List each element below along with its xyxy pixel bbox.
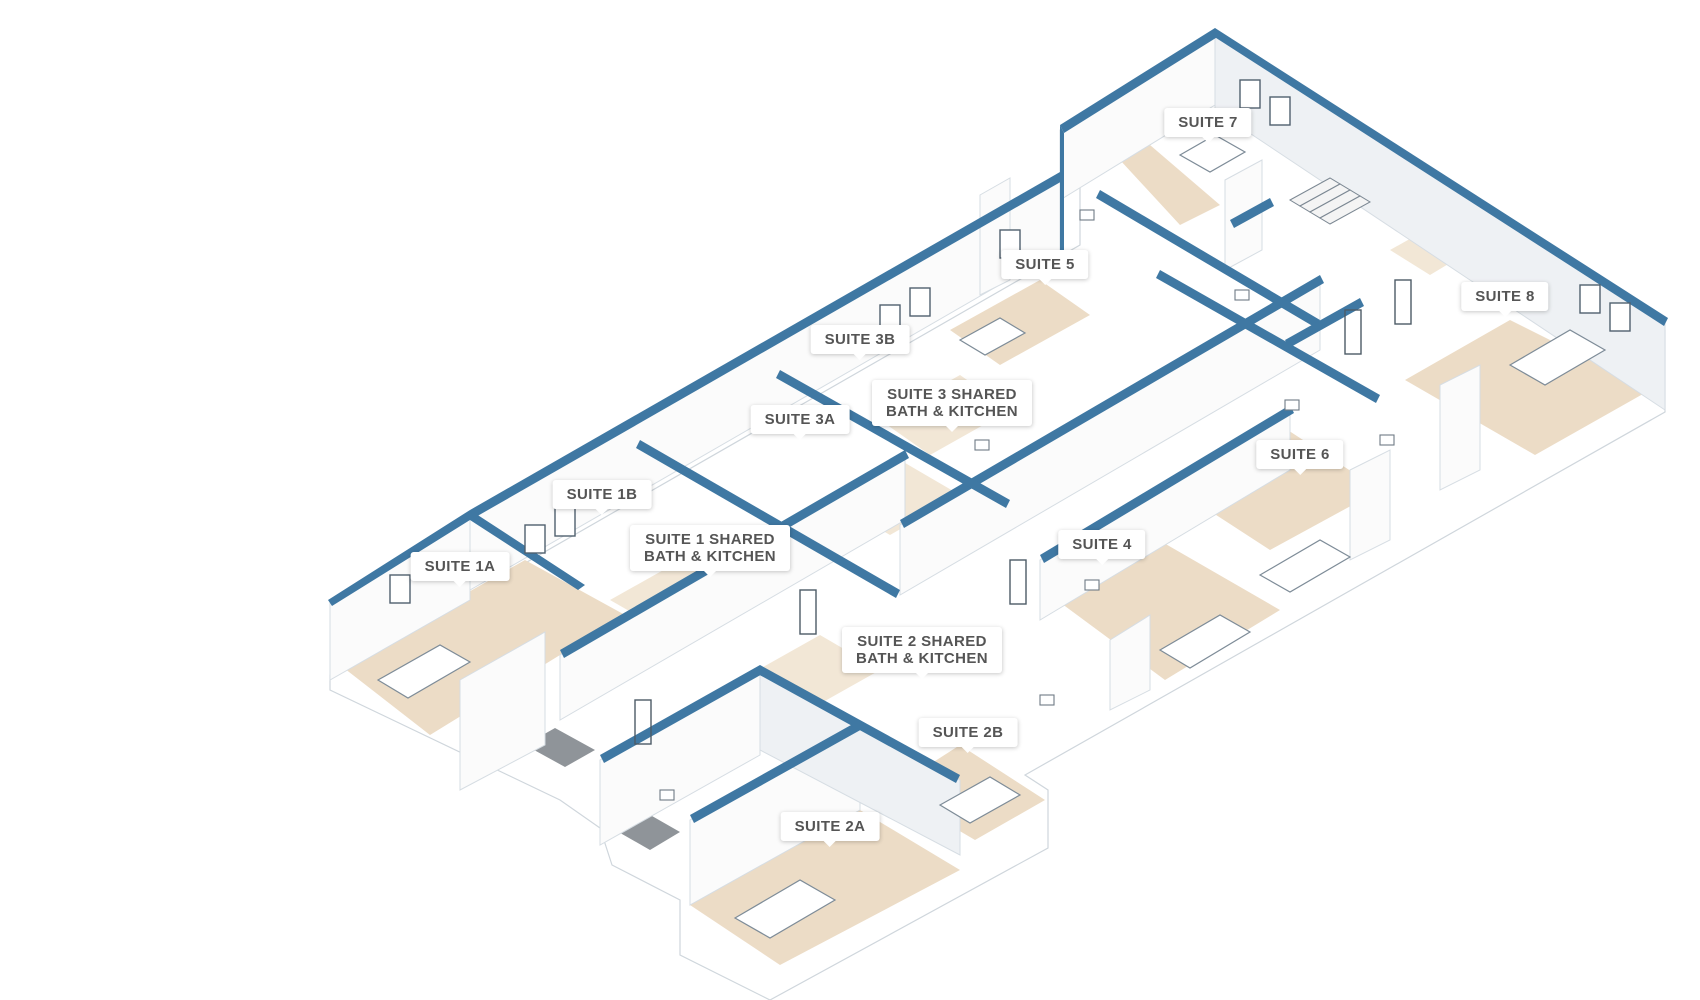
label-suite-1a: SUITE 1A [410,552,510,587]
label-suite-2b: SUITE 2B [918,718,1018,753]
wall-tops [328,28,1668,823]
doors [634,279,1412,745]
label-suite-4: SUITE 4 [1058,530,1146,565]
stairs [1288,177,1372,225]
windows [389,79,1631,604]
label-suite-3b: SUITE 3B [810,325,910,360]
label-suite-3a: SUITE 3A [750,405,850,440]
beds [376,134,1607,939]
label-suite-2a: SUITE 2A [780,812,880,847]
label-suite-8: SUITE 8 [1461,282,1549,317]
label-suite-1b: SUITE 1B [552,480,652,515]
label-suite-2-shared: SUITE 2 SHARED BATH & KITCHEN [842,627,1002,679]
fixtures [659,209,1395,801]
label-suite-1-shared: SUITE 1 SHARED BATH & KITCHEN [630,525,790,577]
label-suite-5: SUITE 5 [1001,250,1089,285]
label-suite-6: SUITE 6 [1256,440,1344,475]
label-suite-3-shared: SUITE 3 SHARED BATH & KITCHEN [872,380,1032,432]
label-suite-7: SUITE 7 [1164,108,1252,143]
